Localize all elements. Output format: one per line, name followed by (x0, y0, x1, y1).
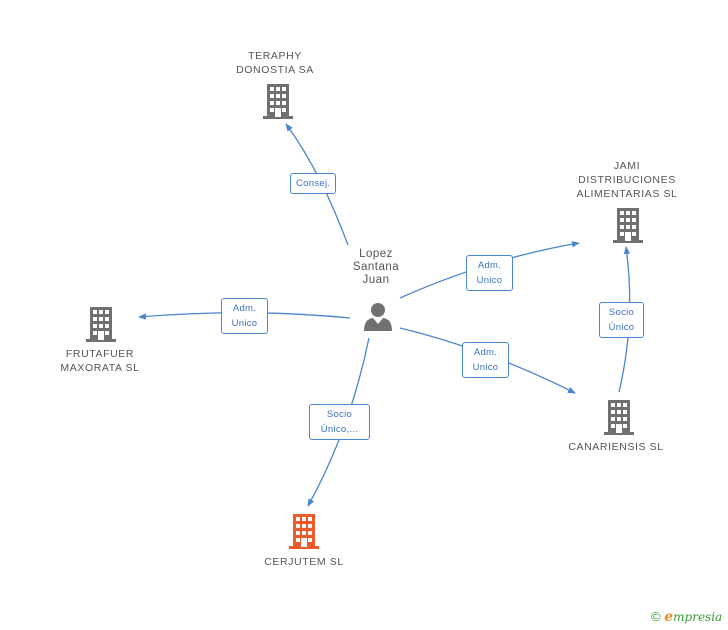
company-label-frutafuer[interactable]: FRUTAFUER MAXORATA SL (50, 347, 150, 375)
company-name-line: ALIMENTARIAS SL (576, 188, 678, 200)
building-icon[interactable] (612, 208, 644, 244)
building-icon[interactable] (603, 400, 635, 436)
building-icon[interactable] (288, 514, 320, 550)
edge-label-line: Adm. (232, 303, 257, 314)
person-name-line: Lopez (359, 248, 393, 260)
company-label-jami[interactable]: JAMI DISTRIBUCIONES ALIMENTARIAS SL (570, 159, 684, 201)
building-icon[interactable] (85, 307, 117, 343)
edge-label-line: Único (608, 322, 635, 333)
company-name-line: CERJUTEM SL (264, 556, 344, 568)
edge-label-line: Único,... (320, 424, 359, 435)
footer-brand[interactable]: © empresia (651, 609, 722, 625)
company-label-canariensis[interactable]: CANARIENSIS SL (560, 440, 672, 454)
company-name-line: TERAPHY (248, 50, 302, 62)
person-icon[interactable] (363, 302, 393, 332)
edge-label-line: Adm. (473, 347, 498, 358)
edge-label-line: Consej. (296, 178, 331, 189)
copyright-icon: © (651, 609, 661, 624)
company-name-line: CANARIENSIS SL (568, 441, 664, 453)
edge-label-line: Socio (326, 409, 353, 420)
company-label-cerjutem[interactable]: CERJUTEM SL (254, 555, 354, 569)
brand-logo: empresia (664, 609, 723, 625)
company-label-teraphy[interactable]: TERAPHY DONOSTIA SA (225, 49, 325, 77)
company-name-line: MAXORATA SL (60, 362, 140, 374)
brand-rest: mpresia (673, 610, 723, 624)
person-name-line: Juan (362, 274, 390, 286)
brand-initial: e (664, 609, 674, 625)
edge-label-consej: Consej. (290, 173, 337, 194)
company-name-line: DONOSTIA SA (236, 64, 314, 76)
edge-label-line: Unico (231, 318, 258, 329)
edge-label-line: Unico (472, 362, 499, 373)
edge-label-line: Unico (476, 275, 503, 286)
building-icon[interactable] (262, 84, 294, 120)
person-label: Lopez Santana Juan (340, 248, 412, 287)
edge-label-line: Adm. (477, 260, 502, 271)
edge-label-adm-unico-frutafuer: Adm. Unico (221, 298, 268, 334)
company-name-line: JAMI (613, 160, 641, 172)
person-name-line: Santana (352, 261, 400, 273)
edge-label-adm-unico-canariensis: Adm. Unico (462, 342, 509, 378)
edge-label-socio-unico-jami: Socio Único (599, 302, 644, 338)
edge-label-adm-unico-jami: Adm. Unico (466, 255, 513, 291)
company-name-line: DISTRIBUCIONES (578, 174, 676, 186)
company-name-line: FRUTAFUER (65, 348, 135, 360)
edge-label-socio-unico-cerjutem: Socio Único,... (309, 404, 370, 440)
edge-label-line: Socio (608, 307, 635, 318)
